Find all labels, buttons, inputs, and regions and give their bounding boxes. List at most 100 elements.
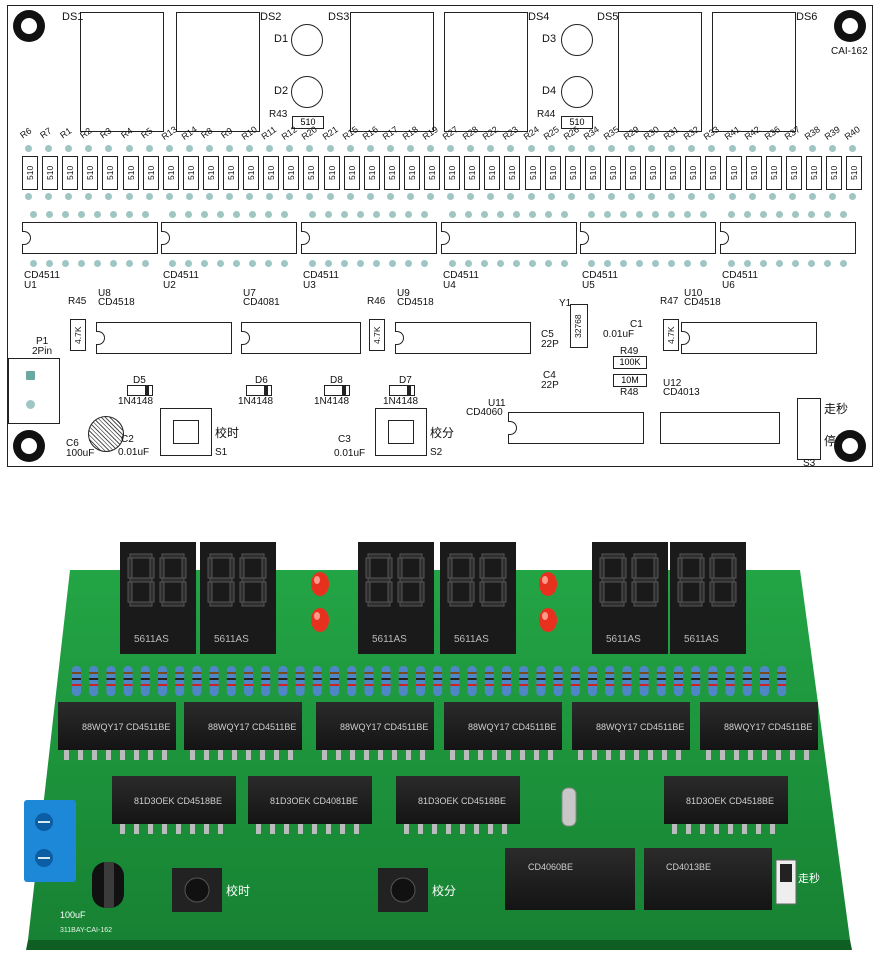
cap-label: C4 [543,370,556,381]
display-ds4 [444,12,528,132]
pad [684,211,691,218]
pad [233,260,240,267]
chip-ref: U4 [443,280,456,291]
pad [185,211,192,218]
pad [620,260,627,267]
switch-ref: S1 [215,447,228,458]
pad [561,211,568,218]
cap-label: C2 [121,434,134,445]
switch-ref: S3 [803,458,816,469]
diode-label: D7 [399,375,412,386]
resistor-label: R39 [822,124,842,142]
resistor: 510 [323,156,340,190]
pad [700,211,707,218]
chip-part: CD4511 [443,270,479,281]
resistor-label: R43 [269,109,288,120]
pad [94,260,101,267]
pad [824,211,831,218]
pad [668,145,676,152]
resistor [691,666,701,696]
cap-value: 100uF [66,448,95,459]
cap-label: C6 [66,438,79,449]
pad [110,211,117,218]
chip-ref: U3 [303,280,316,291]
pad [126,260,133,267]
pad [497,260,504,267]
pad [265,260,272,267]
resistor [536,666,546,696]
pad [728,145,736,152]
pad [628,145,635,152]
resistor: 510 [22,156,38,190]
pad [142,260,149,267]
display-label: DS6 [796,11,818,23]
pad [808,193,816,200]
pad [481,260,488,267]
board-label: CAI-162 [831,46,868,57]
pcb-edge [26,940,852,950]
resistor: 510 [263,156,280,190]
resistor [519,666,529,696]
red-led [311,608,329,632]
resistor [381,666,391,696]
resistor: 510 [805,156,822,190]
resistor: 510 [846,156,863,190]
chip-u10 [681,322,817,354]
pad [427,193,434,200]
resistor [760,666,769,696]
cap-label: C3 [338,434,351,445]
diode-d7 [389,385,415,396]
led-d3 [561,24,593,56]
pad [728,193,736,200]
resistor: 510 [745,156,762,190]
resistor [278,666,288,696]
pad [648,145,656,152]
pad [467,145,475,152]
pad [567,193,575,200]
pad [325,260,332,267]
resistor [467,666,477,696]
chip-ref: U11 [488,398,506,409]
pad [636,211,643,218]
pad [78,211,85,218]
pad [326,145,334,152]
pad [728,260,735,267]
chip-row2: 81D3OEK CD4518BE [664,776,788,834]
chip-part: CD4511 [24,270,60,281]
s2-label: 校分 [432,883,456,898]
pad [266,193,274,200]
pad [373,211,380,218]
display-part-label: 5611AS [606,634,641,645]
diode-d6 [246,385,272,396]
resistor: 510 [383,156,400,190]
led-label: D4 [542,85,557,97]
chip-part: CD4518 [98,297,135,308]
pad [306,145,314,152]
pad [481,211,488,218]
pad [700,260,707,267]
pad [688,145,696,152]
pad [604,260,611,267]
resistor: 510 [785,156,802,190]
cap-label: C1 [630,319,643,330]
resistor: 510 [665,156,682,190]
chip-u11: CD4060BE [505,848,635,910]
pad [776,260,783,267]
pad [265,211,272,218]
seven-segment-display: 5611AS [120,542,196,654]
chip-u9 [395,322,531,354]
chip-u7 [241,322,361,354]
pad [840,211,847,218]
pad [465,260,472,267]
resistor: 510 [303,156,320,190]
switch-s3 [797,398,821,460]
pad [708,145,716,152]
seven-segment-display: 5611AS [358,542,434,654]
diode-part: 1N4148 [314,396,350,407]
pad [105,145,113,152]
chip-part: CD4060 [466,407,503,418]
resistor [622,666,632,696]
seven-segment-display: 5611AS [200,542,276,654]
chip-ref: U1 [24,280,37,291]
